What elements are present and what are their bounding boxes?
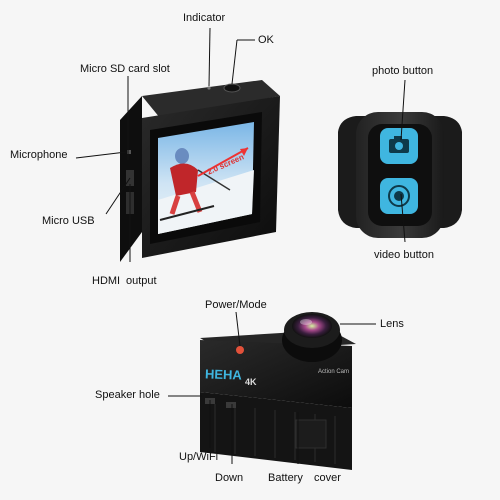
video-button-label: video button xyxy=(374,249,434,261)
micro-sd-label: Micro SD card slot xyxy=(80,63,170,75)
camera-top-face xyxy=(142,80,280,118)
lens-glass xyxy=(292,314,332,338)
micro-usb-label: Micro USB xyxy=(42,215,95,227)
resolution-badge: 4K xyxy=(245,377,257,387)
hdmi-label: HDMI xyxy=(92,275,121,287)
ok-button-shape xyxy=(223,83,241,93)
brand-logo: HEHA xyxy=(204,366,243,383)
cover-label: cover xyxy=(314,472,341,484)
photo-button-label: photo button xyxy=(372,65,434,77)
indicator-label: Indicator xyxy=(183,12,226,24)
speaker-hole-label: Speaker hole xyxy=(95,389,160,401)
camera-back-view xyxy=(120,80,280,262)
output-label: output xyxy=(126,275,157,287)
camera-side-face xyxy=(200,392,352,470)
power-mode-label: Power/Mode xyxy=(205,299,267,311)
indicator-light xyxy=(207,86,211,90)
ok-label: OK xyxy=(258,34,274,46)
model-text: Action Cam xyxy=(318,369,350,375)
battery-cover-shape xyxy=(295,419,327,449)
battery-label: Battery xyxy=(268,472,303,484)
microphone-hole xyxy=(127,150,131,154)
up-wifi-label: Up/WiFi xyxy=(179,451,219,463)
down-label: Down xyxy=(215,472,244,484)
camera-icon xyxy=(389,136,409,153)
power-button-shape xyxy=(236,346,244,354)
leader-lines xyxy=(75,27,406,464)
microphone-label: Microphone xyxy=(10,149,68,161)
down-button-shape xyxy=(226,402,236,408)
lens-label: Lens xyxy=(380,318,404,330)
camera-front-view xyxy=(200,312,356,470)
remote-control xyxy=(338,112,462,238)
